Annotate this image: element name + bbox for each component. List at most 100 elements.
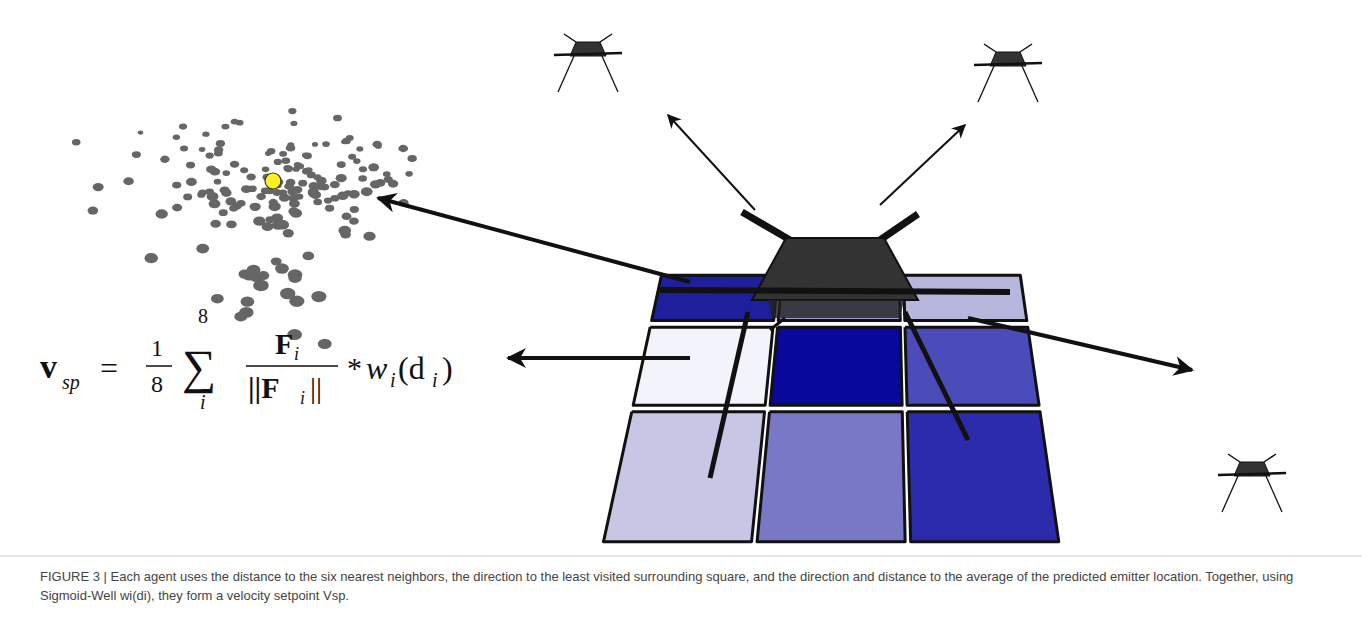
prediction-dot	[225, 197, 236, 205]
prediction-dot	[322, 141, 330, 147]
prediction-dot	[338, 226, 351, 235]
formula-term: ||F	[248, 373, 280, 403]
prediction-dot	[211, 294, 224, 304]
prediction-dot	[287, 188, 297, 196]
prediction-dot	[272, 189, 281, 196]
prediction-dot	[349, 217, 359, 224]
figure-caption: FIGURE 3 | Each agent uses the distance …	[40, 568, 1320, 606]
prediction-dot	[173, 134, 180, 140]
formula-term: ||	[310, 373, 322, 403]
prediction-dot	[155, 209, 167, 218]
prediction-dot	[180, 145, 188, 151]
prediction-dot	[172, 204, 182, 212]
prediction-dot	[172, 182, 181, 189]
prediction-dot	[271, 257, 282, 265]
grid-square	[633, 327, 773, 405]
prediction-dot	[222, 170, 230, 176]
prediction-dot	[219, 209, 228, 216]
formula-term: )	[442, 352, 453, 384]
prediction-dot	[336, 174, 347, 182]
formula-term: F	[275, 329, 293, 359]
prediction-dot	[307, 172, 316, 179]
prediction-dot	[88, 207, 99, 215]
prediction-dot	[237, 200, 246, 207]
arrow-neighbor	[668, 115, 755, 210]
prediction-dot	[186, 162, 195, 169]
fraction-bar	[246, 365, 338, 367]
prediction-dot	[206, 165, 216, 173]
prediction-dot	[283, 229, 294, 237]
prediction-dot	[246, 173, 255, 180]
formula-term: i	[432, 370, 438, 390]
formula-term: 1	[151, 336, 163, 360]
prediction-dot	[256, 193, 266, 200]
prediction-dot	[287, 142, 294, 147]
prediction-dot	[262, 167, 269, 173]
prediction-dot	[312, 142, 318, 147]
prediction-dot	[196, 244, 209, 254]
prediction-dot	[288, 195, 298, 203]
prediction-dot	[205, 189, 214, 195]
prediction-dot	[186, 178, 197, 186]
arrow-neighbor	[880, 125, 965, 205]
prediction-dot	[308, 189, 319, 197]
formula-term: i	[200, 392, 206, 412]
prediction-dot	[330, 181, 340, 188]
prediction-dot	[358, 175, 367, 181]
prediction-dot	[272, 220, 285, 229]
prediction-dot	[288, 108, 296, 114]
prediction-dot	[220, 186, 230, 194]
average-emitter	[265, 173, 281, 189]
formula-term: *	[347, 353, 362, 383]
grid-square	[905, 327, 1039, 405]
prediction-dot	[183, 194, 192, 201]
prediction-dot	[333, 115, 342, 122]
prediction-dot	[160, 156, 169, 163]
prediction-dot	[280, 288, 295, 300]
prediction-dot	[283, 165, 291, 171]
prediction-dot	[241, 297, 255, 307]
prediction-dot	[370, 180, 381, 188]
prediction-dot	[290, 209, 302, 218]
arrow-neighbor	[968, 318, 1192, 370]
prediction-dot	[363, 232, 375, 241]
grid-square	[907, 412, 1059, 542]
prediction-dot	[265, 151, 271, 156]
prediction-dot	[229, 205, 238, 212]
formula-term: (d	[398, 352, 425, 384]
prediction-dot	[138, 131, 144, 135]
grid-square	[757, 412, 905, 542]
prediction-dot	[269, 202, 281, 211]
drone	[1218, 454, 1286, 512]
formula-term: sp	[62, 372, 80, 392]
prediction-dot	[298, 180, 307, 187]
prediction-dot	[346, 135, 354, 141]
prediction-dot	[353, 158, 360, 164]
prediction-dot	[313, 199, 322, 206]
formula-term: v	[40, 350, 57, 384]
prediction-dot	[282, 157, 291, 163]
formula-term: ∑	[182, 343, 216, 391]
agent-drone	[660, 212, 1010, 478]
prediction-dot	[337, 161, 346, 168]
prediction-dot	[198, 190, 206, 196]
prediction-dot	[248, 185, 257, 192]
formula-term: 8	[151, 372, 163, 396]
grid-square	[904, 275, 1027, 320]
prediction-dot	[93, 183, 104, 191]
fraction-bar	[146, 365, 172, 367]
prediction-dot	[311, 291, 326, 302]
prediction-dot	[350, 206, 359, 213]
prediction-dot	[216, 140, 225, 147]
grid-square	[770, 327, 902, 405]
prediction-dot	[405, 171, 413, 177]
drone	[554, 34, 622, 92]
prediction-dot	[325, 205, 334, 212]
prediction-dot	[361, 187, 373, 196]
formula-term: =	[100, 352, 118, 384]
arrow-emitter	[378, 198, 690, 282]
prediction-dot	[356, 146, 363, 151]
formula-term: i	[300, 389, 305, 407]
prediction-dot	[359, 166, 367, 172]
prediction-dot	[144, 253, 157, 263]
